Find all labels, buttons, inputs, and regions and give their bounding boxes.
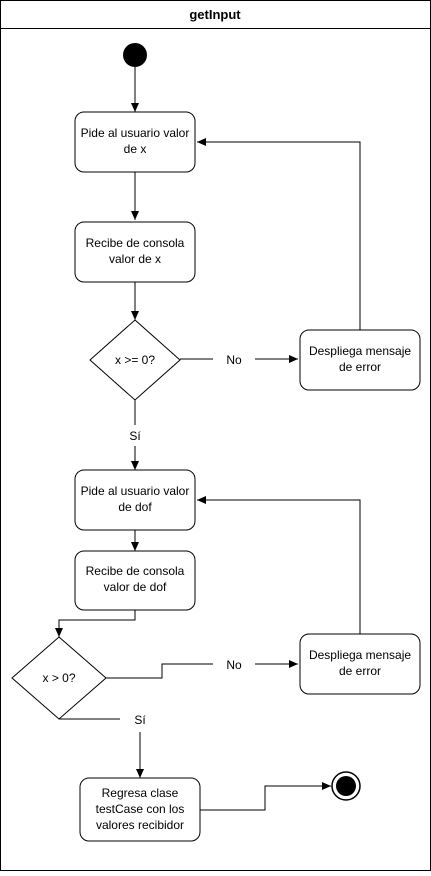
activity-read-dof-line2: valor de dof [104, 580, 167, 594]
activity-return-test-case: Regresa clase testCase con los valores r… [79, 777, 201, 842]
swimlane-title: getInput [189, 7, 241, 22]
activity-read-x-line2: valor de x [109, 252, 161, 266]
activity-error-x-line1: Despliega mensaje [309, 344, 411, 358]
initial-node [123, 43, 147, 67]
decision-check-x-label: x >= 0? [115, 353, 155, 367]
activity-error-x-line2: de error [339, 360, 381, 374]
activity-ask-dof: Pide al usuario valor de dof [74, 469, 196, 531]
decision-check-dof: x > 0? [11, 636, 107, 720]
activity-error-dof-line2: de error [339, 664, 381, 678]
edge-label-x-no: No [226, 353, 242, 367]
activity-error-dof: Despliega mensaje de error [299, 633, 421, 695]
edge-error-dof-back-to-ask-dof [197, 496, 361, 634]
edge-return-to-end [200, 782, 331, 811]
edge-check-dof-no [106, 664, 298, 679]
activity-read-dof: Recibe de consola valor de dof [74, 550, 196, 611]
activity-read-dof-line1: Recibe de consola [86, 564, 185, 578]
activity-return-line2: testCase con los [96, 802, 185, 816]
activity-ask-x: Pide al usuario valor de x [74, 111, 196, 173]
edge-error-x-back-to-ask-x [197, 138, 361, 330]
decision-check-x: x >= 0? [89, 319, 181, 401]
activity-error-x: Despliega mensaje de error [299, 329, 421, 391]
activity-ask-x-line1: Pide al usuario valor [81, 126, 190, 140]
activity-error-dof-line1: Despliega mensaje [309, 648, 411, 662]
final-node [331, 771, 361, 801]
activity-ask-dof-line1: Pide al usuario valor [81, 484, 190, 498]
activity-return-line3: valores recibidor [96, 818, 184, 832]
edge-label-x-yes: Sí [129, 429, 141, 443]
edge-label-dof-no: No [226, 658, 242, 672]
activity-read-x: Recibe de consola valor de x [74, 221, 196, 283]
activity-return-line1: Regresa clase [102, 786, 179, 800]
activity-read-x-line1: Recibe de consola [86, 236, 185, 250]
edge-read-dof-to-check-dof [55, 610, 136, 637]
edge-check-dof-yes [59, 718, 140, 778]
decision-check-dof-label: x > 0? [42, 671, 75, 685]
activity-ask-x-line2: de x [124, 142, 147, 156]
edge-label-dof-yes: Sí [134, 713, 146, 727]
activity-ask-dof-line2: de dof [118, 500, 152, 514]
